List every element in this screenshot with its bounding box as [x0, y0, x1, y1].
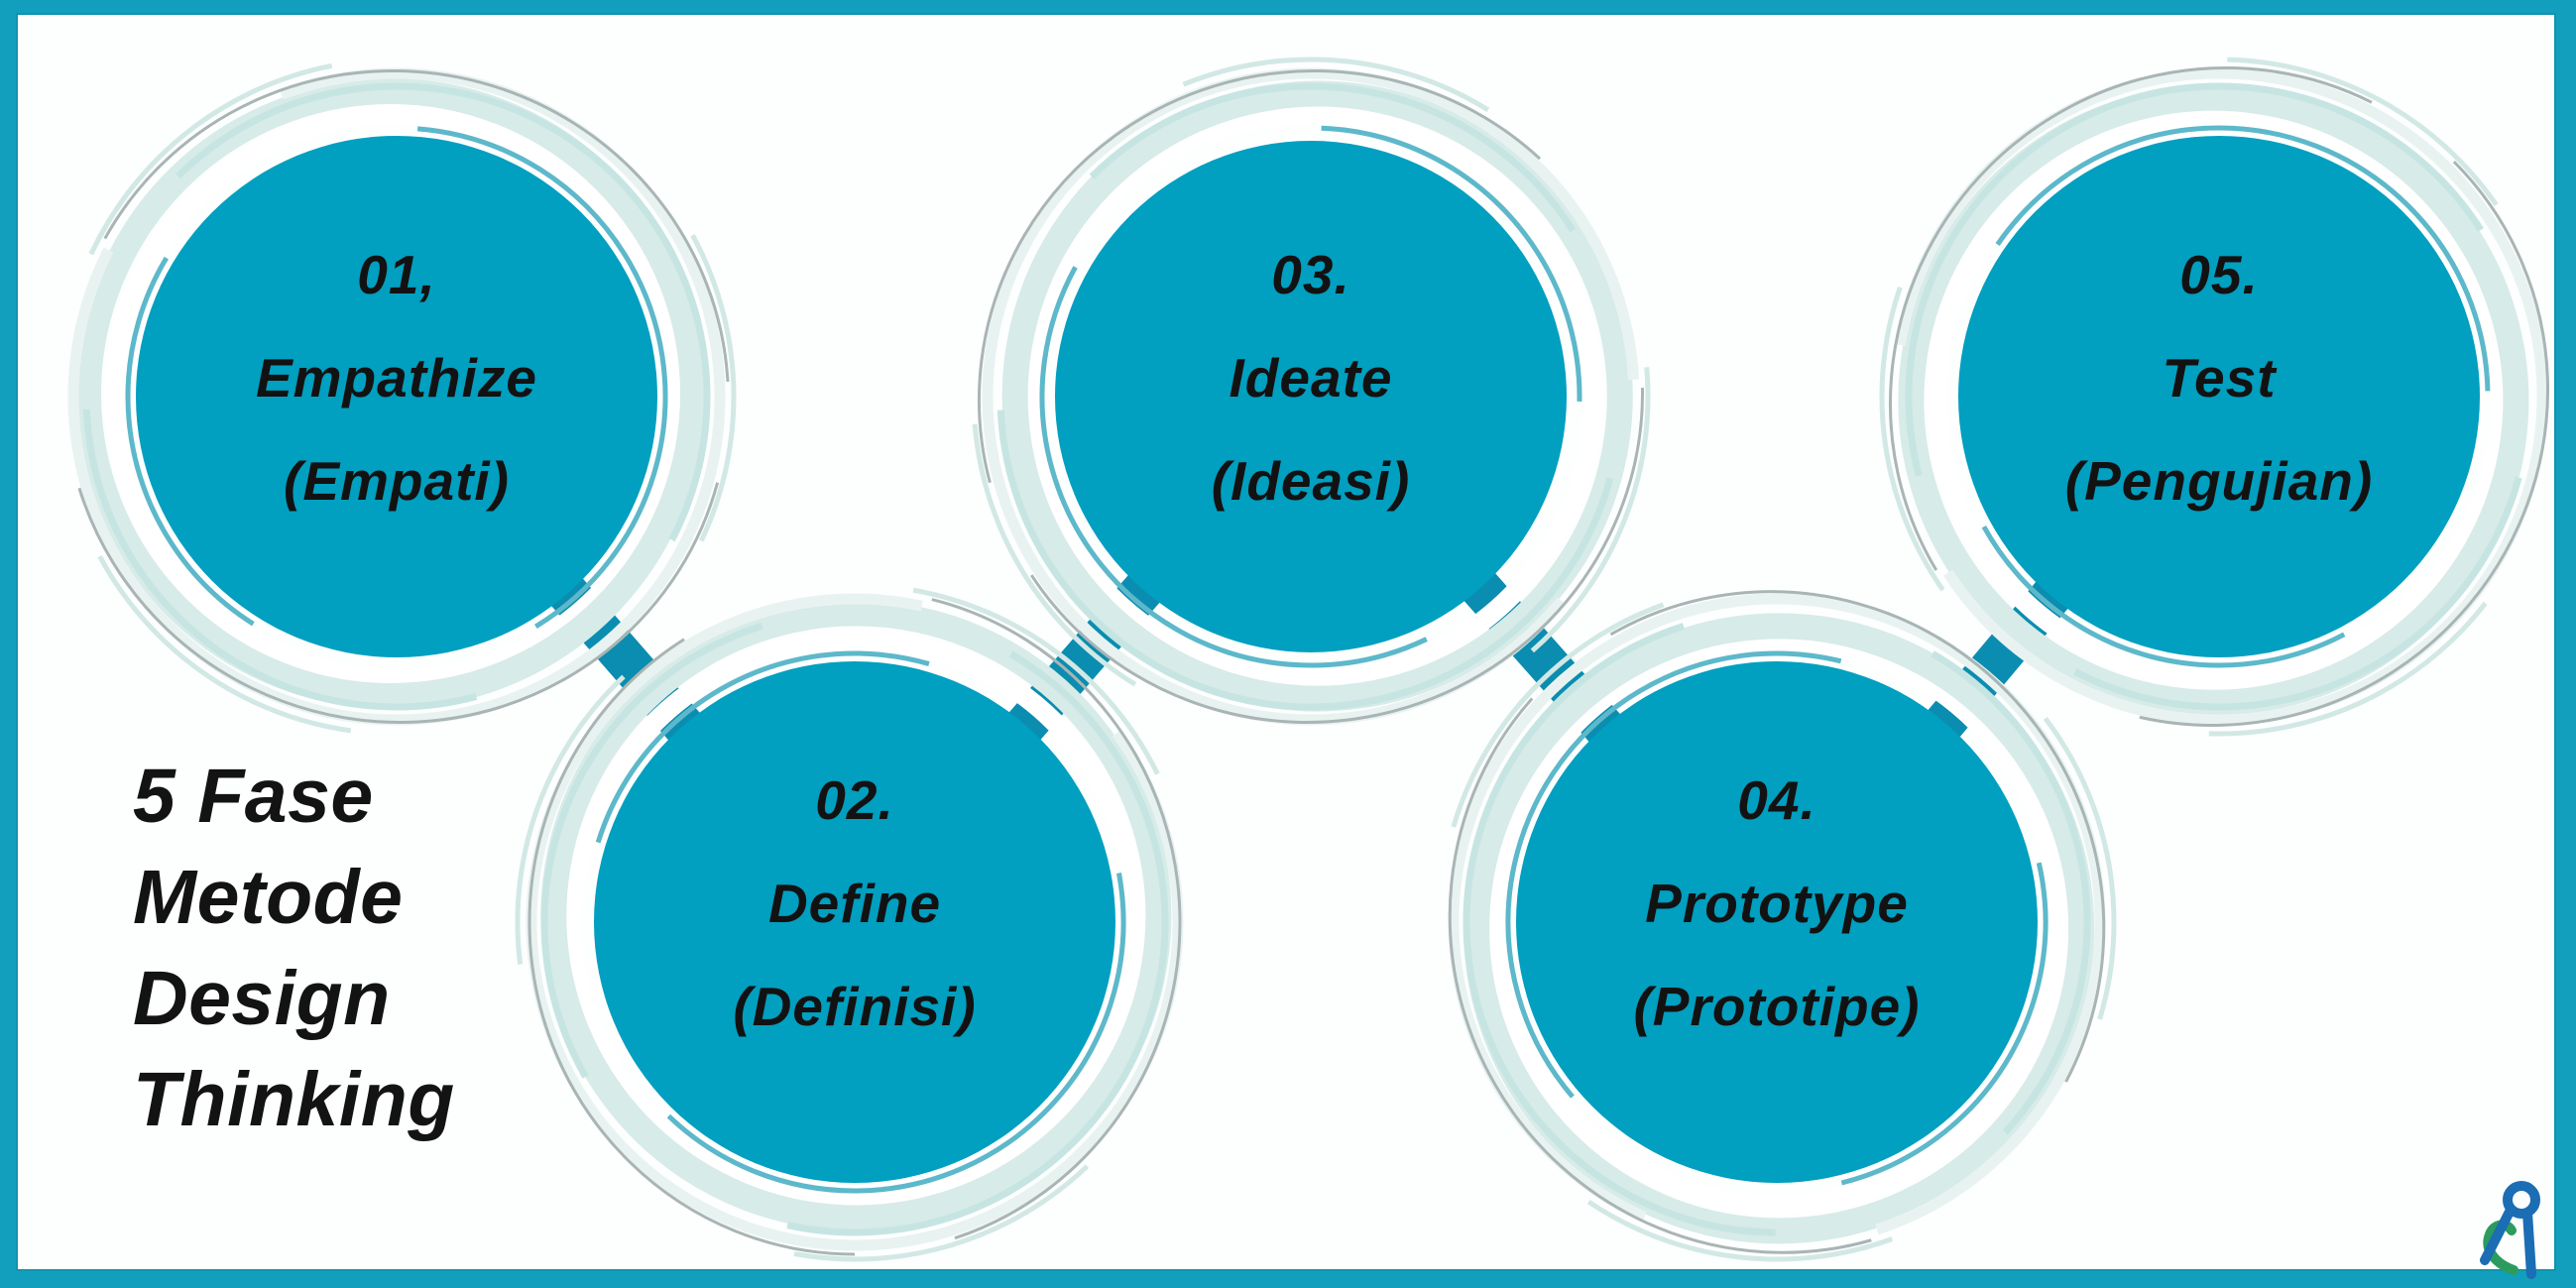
phase-name: Define	[767, 873, 942, 934]
phase-label-ideate: 03. Ideate (Ideasi)	[1033, 223, 1588, 532]
phase-name: Prototype	[1645, 873, 1909, 934]
phase-label-prototype: 04. Prototype (Prototipe)	[1499, 749, 2054, 1058]
phase-number: 04.	[1737, 769, 1816, 831]
phase-translation: (Prototipe)	[1633, 976, 1921, 1037]
phase-circles	[136, 136, 2480, 1183]
phase-translation: (Ideasi)	[1211, 450, 1411, 512]
brand-logo	[2480, 1181, 2540, 1279]
phase-label-test: 05. Test (Pengujian)	[1941, 223, 2497, 532]
phase-number: 03.	[1271, 244, 1350, 305]
logo-left-leg-icon	[2480, 1205, 2516, 1265]
title-line-3: Design	[133, 956, 391, 1041]
title-line-2: Metode	[133, 855, 404, 940]
phase-number: 01,	[357, 244, 436, 305]
phase-name: Test	[2162, 347, 2277, 409]
title-line-4: Thinking	[133, 1057, 455, 1142]
phase-name: Ideate	[1229, 347, 1393, 409]
phase-number: 02.	[815, 769, 894, 831]
phase-translation: (Empati)	[284, 450, 510, 512]
logo-loop-icon	[2503, 1181, 2540, 1219]
infographic-title: 5 Fase Metode Design Thinking	[133, 746, 599, 1150]
phase-circle-1	[136, 136, 657, 657]
phase-circle-5	[1958, 136, 2480, 657]
phase-label-define: 02. Define (Definisi)	[577, 749, 1132, 1058]
phase-translation: (Definisi)	[733, 976, 977, 1037]
phase-circle-2	[594, 661, 1115, 1183]
logo-right-leg-icon	[2522, 1208, 2536, 1279]
title-line-1: 5 Fase	[133, 754, 374, 839]
phase-circle-3	[1055, 141, 1567, 652]
phase-translation: (Pengujian)	[2064, 450, 2374, 512]
phase-number: 05.	[2179, 244, 2259, 305]
phase-name: Empathize	[255, 347, 538, 409]
phase-circle-4	[1516, 661, 2038, 1183]
phase-label-empathize: 01, Empathize (Empati)	[119, 223, 674, 532]
